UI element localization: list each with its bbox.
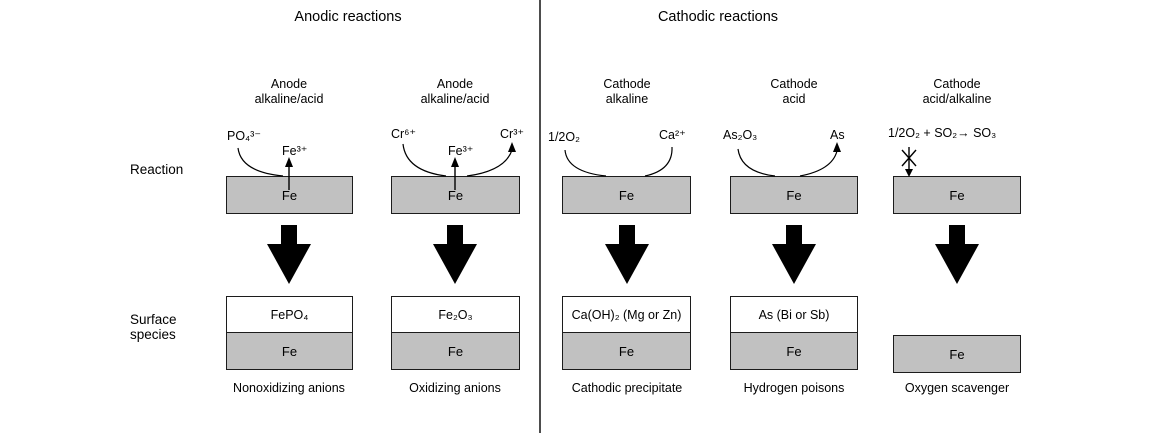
column1-big-down-arrow-icon [267, 225, 311, 284]
column2-up-arrowhead-icon [451, 157, 459, 167]
column4-caption: Hydrogen poisons [743, 381, 845, 395]
column4-header-line1: Cathode [770, 77, 818, 91]
surface-species-label-line2: species [130, 327, 176, 342]
column2-header-line1: Anode [436, 77, 474, 91]
column2-surface-substrate-box: Fe [391, 332, 520, 370]
column2-header-line2: alkaline/acid [420, 92, 490, 106]
anodic-section-title: Anodic reactions [294, 9, 402, 25]
surface-species-label-line1: Surface [130, 312, 177, 327]
column4-header-line2: acid [782, 92, 806, 106]
column1-up-arrowhead-icon [285, 157, 293, 167]
column1-header: Anode alkaline/acid [255, 77, 324, 107]
cathodic-section-title: Cathodic reactions [657, 9, 779, 25]
surface-species-row-label: Surface species [130, 312, 177, 342]
column1-incoming-species: PO₄³⁻ [227, 129, 261, 143]
column2-byproduct-species: Cr³⁺ [500, 127, 524, 141]
column2-header: Anode alkaline/acid [421, 77, 490, 107]
column5-substrate-box: Fe [893, 176, 1021, 214]
column1-surface-layer-box: FePO₄ [226, 296, 353, 333]
column2-big-down-arrow-icon [433, 225, 477, 284]
column1-surface-substrate-box: Fe [226, 332, 353, 370]
column5-cross-stroke1-icon [901, 149, 917, 167]
column1-header-line2: alkaline/acid [254, 92, 324, 106]
column1-header-line1: Anode [270, 77, 308, 91]
column2-incoming-species: Cr⁶⁺ [391, 127, 416, 141]
column5-blocked-reaction-equation: 1/2O₂ + SO₂→ SO₃ [888, 126, 997, 140]
column2-released-species: Fe³⁺ [448, 144, 474, 158]
column5-surface-substrate-box: Fe [893, 335, 1021, 373]
column5-header-line1: Cathode [933, 77, 981, 91]
column4-surface-substrate-box: Fe [730, 332, 858, 370]
column2-substrate-box: Fe [391, 176, 520, 214]
column3-substrate-box: Fe [562, 176, 691, 214]
column3-header: Cathode alkaline [603, 77, 650, 107]
column5-header-line2: acid/alkaline [922, 92, 992, 106]
column2-surface-layer-box: Fe₂O₃ [391, 296, 520, 333]
column5-cross-stroke2-icon [901, 149, 917, 167]
section-divider-line [539, 0, 541, 433]
column1-released-species: Fe³⁺ [282, 144, 308, 158]
column5-caption: Oxygen scavenger [904, 381, 1010, 395]
column3-caption: Cathodic precipitate [571, 381, 683, 395]
column4-big-down-arrow-icon [772, 225, 816, 284]
column2-caption: Oxidizing anions [409, 381, 501, 395]
column3-surface-substrate-box: Fe [562, 332, 691, 370]
column5-big-down-arrow-icon [935, 225, 979, 284]
column3-surface-layer-box: Ca(OH)₂ (Mg or Zn) [562, 296, 691, 333]
column4-adsorption-curve-icon [737, 148, 776, 177]
column2-adsorption-curve-icon [402, 143, 447, 177]
column3-big-down-arrow-icon [605, 225, 649, 284]
column3-header-line1: Cathode [603, 77, 651, 91]
column4-byproduct-species: As [830, 128, 845, 142]
column4-release-arrowhead-icon [833, 142, 841, 152]
column1-caption: Nonoxidizing anions [233, 381, 345, 395]
reaction-row-label: Reaction [130, 162, 184, 177]
column3-byproduct-species: Ca²⁺ [659, 128, 686, 142]
column3-incoming-species: 1/2O₂ [548, 130, 580, 144]
column3-header-line2: alkaline [605, 92, 649, 106]
column2-release-arrowhead-icon [508, 142, 516, 152]
column1-substrate-box: Fe [226, 176, 353, 214]
column3-release-curve-icon [644, 146, 673, 177]
column4-release-curve-icon [799, 150, 838, 177]
column4-header: Cathode acid [770, 77, 817, 107]
column1-adsorption-curve-icon [237, 147, 284, 177]
column4-substrate-box: Fe [730, 176, 858, 214]
column4-surface-layer-box: As (Bi or Sb) [730, 296, 858, 333]
column2-release-curve-icon [466, 149, 513, 177]
column5-header: Cathode acid/alkaline [923, 77, 992, 107]
column4-incoming-species: As₂O₃ [723, 128, 758, 142]
column3-adsorption-curve-icon [564, 149, 607, 177]
